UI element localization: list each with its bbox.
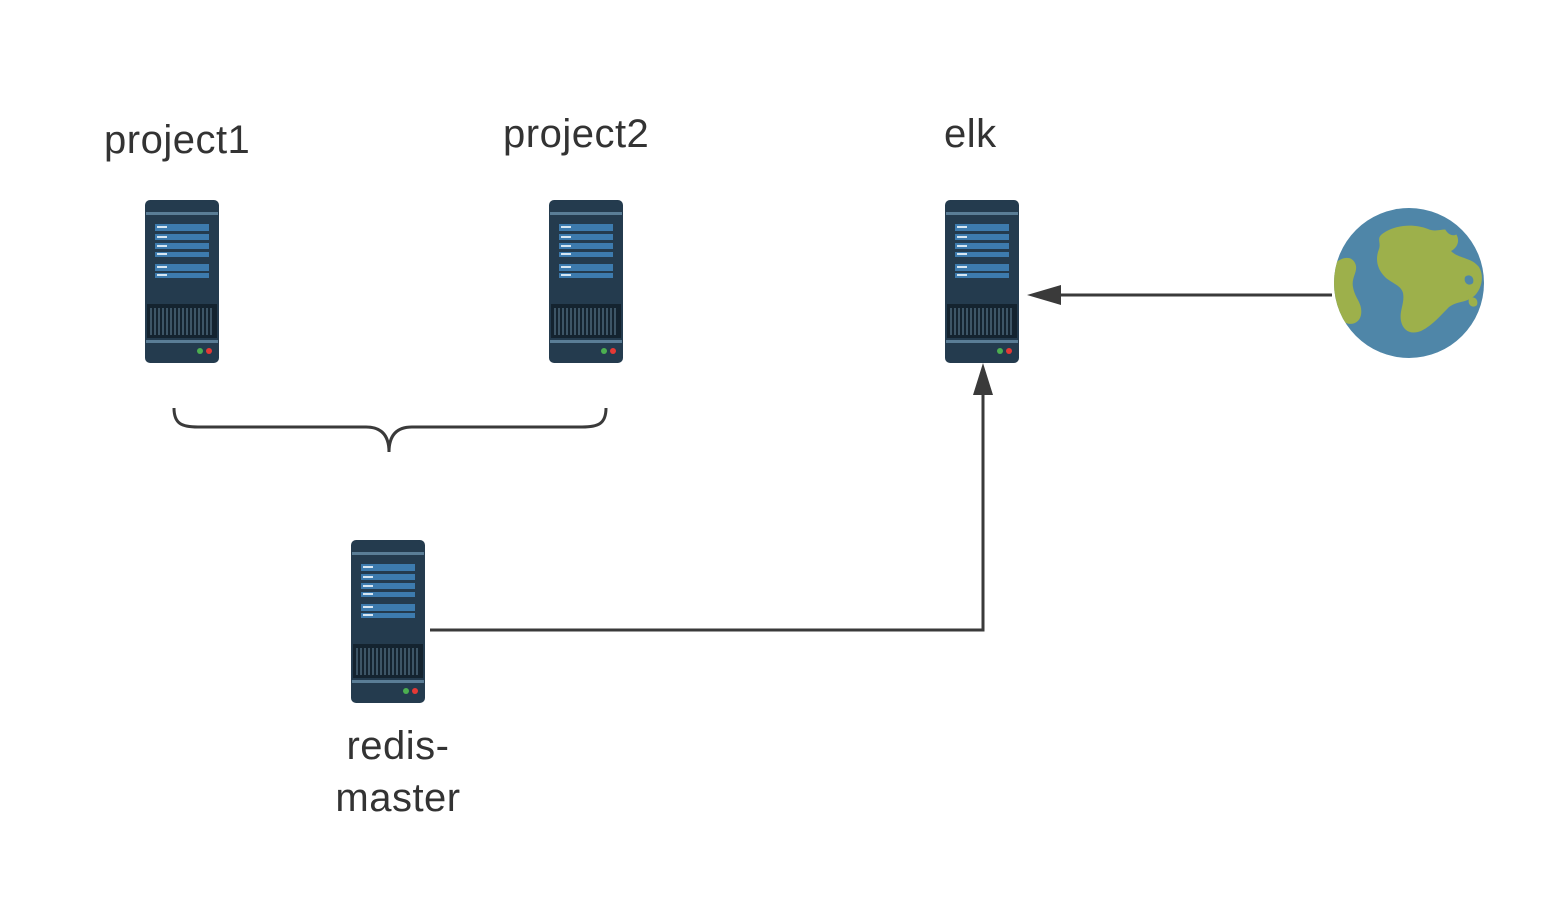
server-node-redis-master[interactable] (351, 540, 425, 708)
server-icon (945, 200, 1019, 363)
node-label-elk: elk (944, 112, 997, 156)
internet-node[interactable] (1333, 207, 1485, 364)
server-icon (351, 540, 425, 703)
group-brace (172, 407, 608, 453)
server-node-project2[interactable] (549, 200, 623, 368)
edge-redis-to-elk (430, 392, 985, 632)
server-node-project1[interactable] (145, 200, 219, 368)
node-label-redis-line1: redis- (346, 724, 450, 768)
globe-icon (1334, 208, 1484, 358)
server-icon (549, 200, 623, 363)
node-label-project1: project1 (104, 118, 251, 162)
node-label-redis-line2: master (335, 776, 461, 820)
server-icon (145, 200, 219, 363)
node-label-redis-master: redis- master (318, 720, 478, 824)
node-label-project2: project2 (503, 112, 650, 156)
server-node-elk[interactable] (945, 200, 1019, 368)
arrowhead-internet-to-elk (1027, 285, 1061, 305)
arrowhead-redis-to-elk (973, 363, 993, 395)
